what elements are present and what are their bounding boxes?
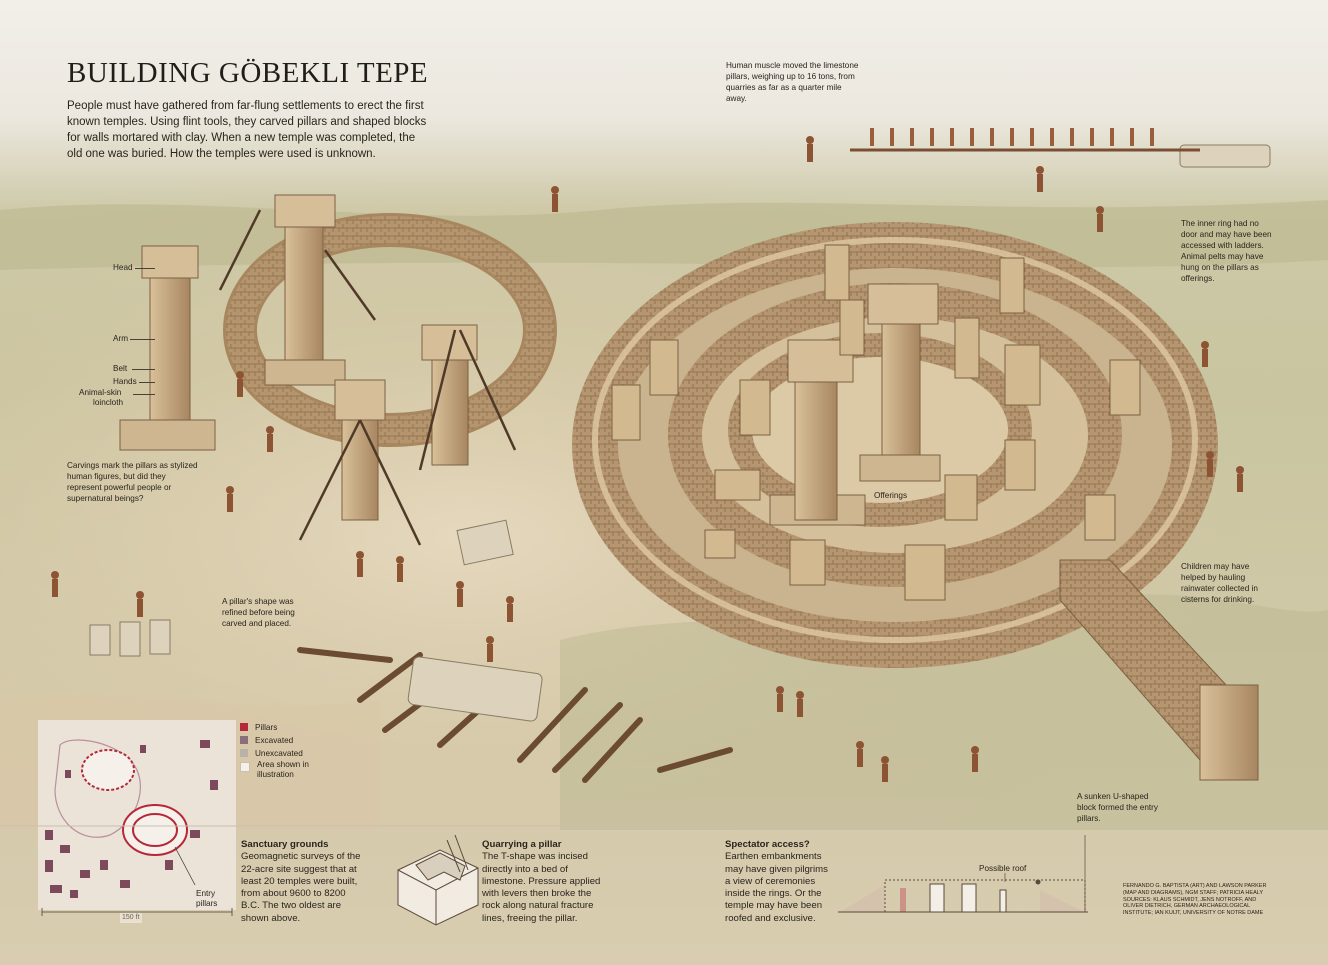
legend-swatch xyxy=(240,736,248,744)
spectator-diagram xyxy=(838,835,1088,913)
note-human-muscle: Human muscle moved the limestone pillars… xyxy=(726,61,859,103)
section-heading: Quarrying a pillar xyxy=(482,839,562,850)
quarrying-diagram xyxy=(397,834,479,926)
label-possible-roof: Possible roof xyxy=(979,864,1027,873)
label-hands: Hands xyxy=(113,377,137,386)
section-heading: Spectator access? xyxy=(725,839,810,850)
label-arm: Arm xyxy=(113,334,129,343)
credits-sources: SOURCES: KLAUS SCHMIDT, JENS NOTROFF, AN… xyxy=(1123,896,1264,917)
label-belt: Belt xyxy=(113,364,128,373)
legend-item-unexcavated: Unexcavated xyxy=(240,747,317,760)
legend-item-area-shown: Area shown in illustration xyxy=(240,760,317,780)
label-entry-1: Entry xyxy=(196,889,216,898)
legend-swatch xyxy=(240,762,250,772)
credits: FERNANDO G. BAPTISTA (ART) AND LAWSON PA… xyxy=(1123,883,1273,917)
map-scale: 150 ft xyxy=(120,913,142,923)
label-loincloth-2: loincloth xyxy=(93,398,124,407)
legend-item-pillars: Pillars xyxy=(240,721,317,734)
note-carvings: Carvings mark the pillars as stylized hu… xyxy=(67,461,198,503)
label-entry-2: pillars xyxy=(196,899,218,908)
note-inner-ring: The inner ring had no door and may have … xyxy=(1181,219,1272,283)
label-loincloth-1: Animal-skin xyxy=(79,388,122,397)
note-pillar-shape: A pillar's shape was refined before bein… xyxy=(222,597,295,628)
section-quarrying: Quarrying a pillar The T-shape was incis… xyxy=(482,839,607,925)
credits-art: FERNANDO G. BAPTISTA (ART) AND LAWSON PA… xyxy=(1123,883,1267,896)
page-title: BUILDING GÖBEKLI TEPE xyxy=(67,57,429,89)
section-body: The T-shape was incised directly into a … xyxy=(482,851,601,924)
legend-item-excavated: Excavated xyxy=(240,734,317,747)
section-body: Earthen embankments may have given pilgr… xyxy=(725,851,828,924)
legend-swatch xyxy=(240,723,248,731)
note-u-block: A sunken U-shaped block formed the entry… xyxy=(1077,792,1159,823)
label-offerings: Offerings xyxy=(874,491,908,500)
site-map xyxy=(38,720,236,916)
section-spectator: Spectator access? Earthen embankments ma… xyxy=(725,839,833,925)
section-sanctuary: Sanctuary grounds Geomagnetic surveys of… xyxy=(241,839,361,925)
map-legend: Pillars Excavated Unexcavated Area shown… xyxy=(240,721,317,780)
legend-swatch xyxy=(240,749,248,757)
section-heading: Sanctuary grounds xyxy=(241,839,329,850)
label-head: Head xyxy=(113,263,133,272)
note-children: Children may have helped by hauling rain… xyxy=(1181,562,1258,604)
intro-text: People must have gathered from far-flung… xyxy=(67,100,427,160)
section-body: Geomagnetic surveys of the 22-acre site … xyxy=(241,851,361,924)
